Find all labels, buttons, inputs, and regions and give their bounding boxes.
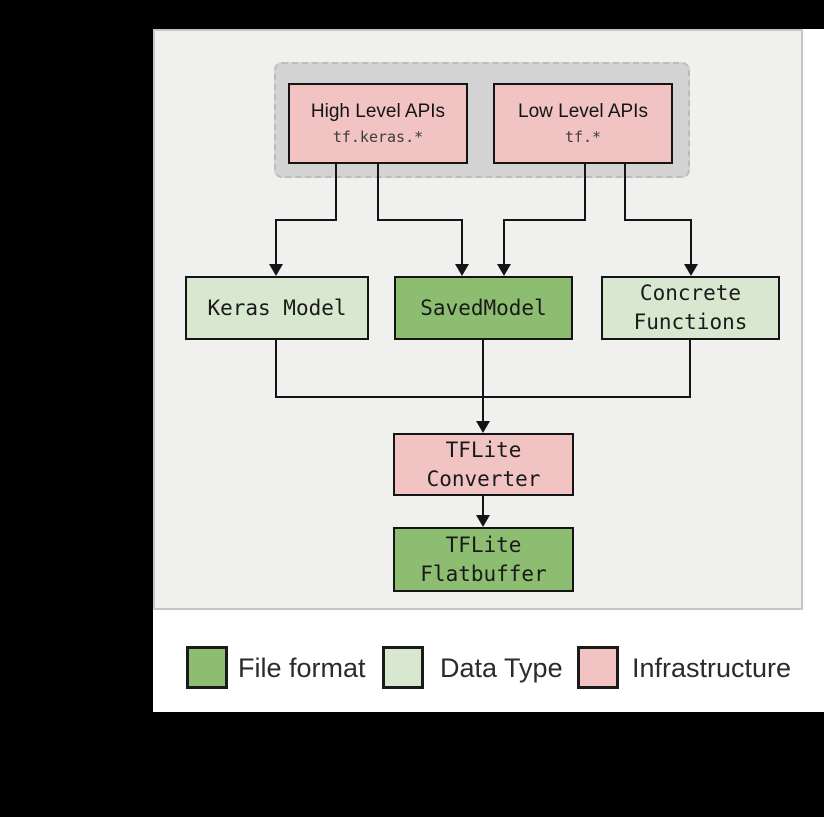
arrowhead	[269, 264, 283, 276]
connector	[461, 219, 463, 266]
tflite-converter-label-line2: Converter	[426, 466, 541, 491]
connector	[503, 219, 505, 266]
savedmodel-label: SavedModel	[420, 296, 547, 320]
connector	[275, 340, 277, 398]
tflite-converter-box: TFLite Converter	[393, 433, 574, 496]
legend-swatch-data-type	[382, 646, 424, 689]
arrowhead	[476, 421, 490, 433]
connector	[377, 219, 463, 221]
legend-swatch-file-format	[186, 646, 228, 689]
arrowhead	[684, 264, 698, 276]
keras-model-label: Keras Model	[207, 296, 347, 320]
tflite-flatbuffer-label-line1: TFLite	[445, 532, 522, 557]
connector	[335, 164, 337, 221]
low-level-apis-code: tf.*	[564, 128, 602, 146]
high-level-apis-code: tf.keras.*	[332, 128, 424, 146]
tflite-flatbuffer-label-line2: Flatbuffer	[420, 561, 547, 586]
concrete-functions-label-line1: Concrete	[639, 281, 742, 305]
keras-model-box: Keras Model	[185, 276, 369, 340]
high-level-apis-box: High Level APIs tf.keras.*	[288, 83, 468, 164]
concrete-functions-label-line2: Functions	[633, 310, 748, 334]
legend-swatch-infrastructure	[577, 646, 619, 689]
arrowhead	[497, 264, 511, 276]
connector	[482, 496, 484, 517]
tflite-flatbuffer-box: TFLite Flatbuffer	[393, 527, 574, 592]
concrete-functions-box: Concrete Functions	[601, 276, 780, 340]
legend-label-infrastructure: Infrastructure	[632, 653, 792, 683]
savedmodel-box: SavedModel	[394, 276, 573, 340]
legend-label-file-format: File format	[238, 653, 366, 683]
arrowhead	[476, 515, 490, 527]
connector	[275, 219, 277, 266]
low-level-apis-box: Low Level APIs tf.*	[493, 83, 673, 164]
connector	[275, 219, 337, 221]
connector	[690, 219, 692, 266]
arrowhead	[455, 264, 469, 276]
connector	[624, 219, 692, 221]
connector	[377, 164, 379, 221]
tflite-converter-label-line1: TFLite	[445, 437, 522, 462]
low-level-apis-title: Low Level APIs	[518, 101, 648, 122]
legend-label-data-type: Data Type	[440, 653, 563, 683]
connector	[624, 164, 626, 221]
high-level-apis-title: High Level APIs	[310, 101, 446, 122]
connector	[584, 164, 586, 221]
connector	[482, 340, 484, 423]
connector	[503, 219, 586, 221]
connector	[689, 340, 691, 398]
